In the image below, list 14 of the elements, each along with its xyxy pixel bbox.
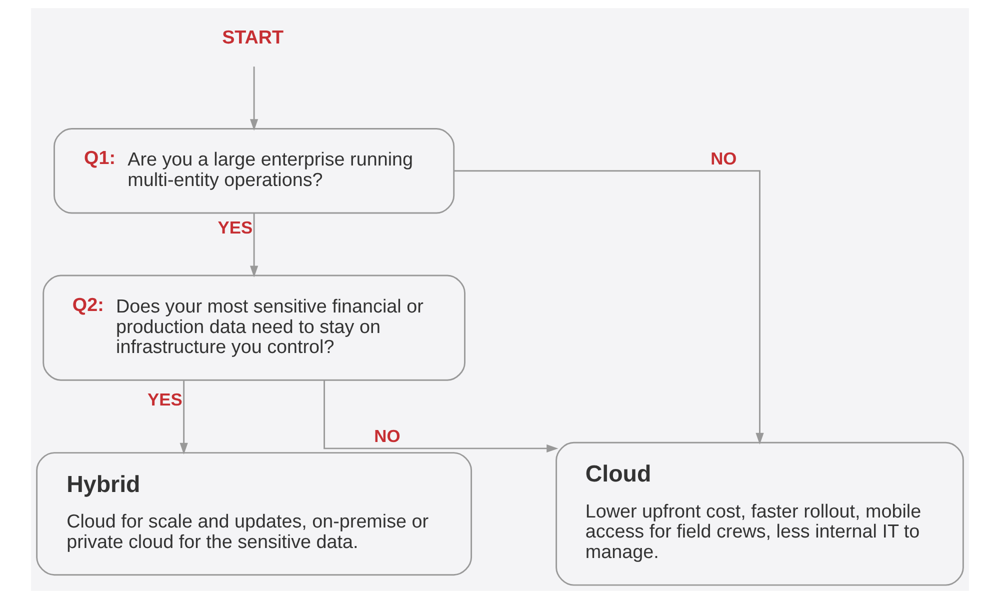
edge-label: YES (148, 390, 182, 410)
arrow (180, 380, 188, 455)
arrow (324, 380, 558, 453)
node-box: Cloud Lower upfront cost, faster rollout, mobile access for field crews, less internal IT to manage. (556, 442, 964, 586)
node-box: Hybrid Cloud for scale and updates, on-premise or private cloud for the sensitive data. (36, 452, 472, 576)
arrow (250, 66, 258, 131)
arrow (454, 170, 764, 445)
edge-label: NO (374, 426, 400, 446)
edge-label: NO (710, 148, 737, 169)
node-text: START (222, 28, 284, 49)
edge-label: YES (218, 218, 253, 238)
arrow (250, 213, 258, 278)
node-box: Q2: Does your most sensitive financial or production data need to stay on infrastructure you control? (42, 274, 466, 381)
node-box: Q1: Are you a large enterprise running multi-entity operations? (54, 128, 455, 214)
